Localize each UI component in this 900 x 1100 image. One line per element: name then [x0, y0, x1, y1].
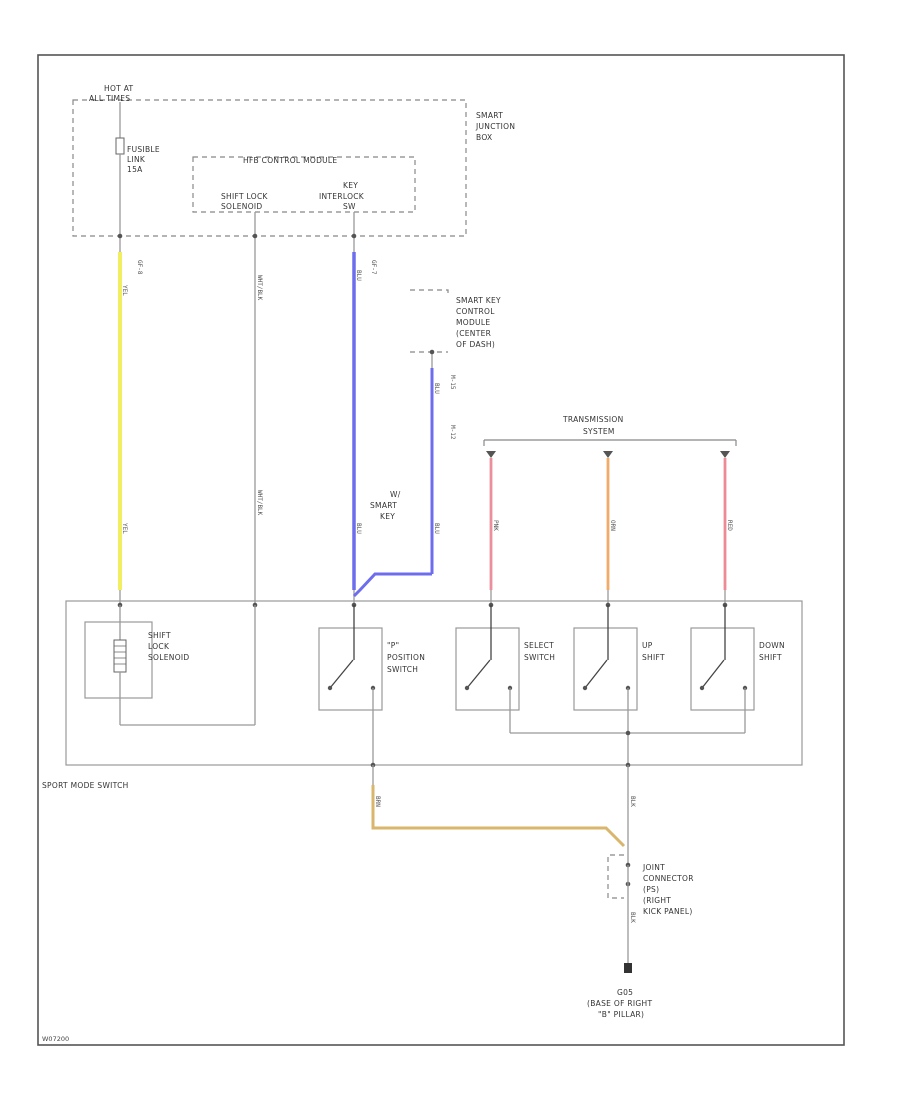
key-interlock-label-1: KEY: [343, 181, 358, 190]
smart-key-note-2: SMART: [370, 501, 397, 510]
smart-junction-label-2: JUNCTION: [475, 122, 515, 131]
switch-ground-bus: [370, 730, 745, 768]
shift-lock-sol-label-1: SHIFT LOCK: [221, 192, 269, 201]
shift-lock-label-1: SHIFT: [148, 631, 171, 640]
wire-blue-smart-key: BLU M-15 M-12 BLU W/ SMART KEY: [352, 352, 456, 598]
wire-yellow-color-top: YEL: [121, 285, 128, 296]
wire-blue2-color-top: BLU: [433, 383, 440, 394]
joint-label-3: (PS): [643, 885, 659, 894]
ground-label-2: (BASE OF RIGHT: [587, 999, 652, 1008]
smart-key-note-1: W/: [390, 490, 401, 499]
wire-blue2-pin-b: M-12: [449, 425, 456, 440]
wire-orange: ORN: [606, 458, 616, 605]
transmission-system: TRANSMISSION SYSTEM: [483, 415, 737, 458]
shift-lock-label-3: SOLENOID: [148, 653, 189, 662]
select-switch: SELECT SWITCH: [455, 605, 555, 733]
wire-blue2-color-bottom: BLU: [433, 523, 440, 534]
key-interlock-label-3: SW: [343, 202, 356, 211]
up-label-2: SHIFT: [642, 653, 665, 662]
wire-pink-color: PNK: [492, 520, 499, 531]
ground-label-1: G05: [617, 988, 633, 997]
wire-pink: PNK: [489, 458, 499, 605]
wire-brown: BRN: [371, 765, 626, 848]
wire-white-color-bottom: WHT/BLK: [256, 490, 263, 516]
wire-black-color-2: BLK: [629, 912, 636, 923]
hfb-control-module: HFB CONTROL MODULE SHIFT LOCK SOLENOID K…: [192, 156, 416, 236]
down-label-2: SHIFT: [759, 653, 782, 662]
wire-orange-color: ORN: [609, 520, 616, 531]
wire-yellow: YEL GF-8 YEL: [118, 236, 143, 605]
wire-black-ground: BLK: [627, 765, 636, 865]
down-label-1: DOWN: [759, 641, 785, 650]
diagram-id: W07200: [42, 1035, 69, 1043]
transmission-label-2: SYSTEM: [583, 427, 615, 436]
pos-switch-label-2: POSITION: [387, 653, 425, 662]
wire-yellow-color-bottom: YEL: [121, 523, 128, 534]
joint-connector: JOINT CONNECTOR (PS) (RIGHT KICK PANEL) …: [607, 854, 694, 970]
fuse-label-2: LINK: [127, 155, 146, 164]
solenoid-coil-icon: [113, 639, 127, 673]
wire-blue2-pin-a: M-15: [449, 375, 456, 390]
smart-key-label-1: SMART KEY: [456, 296, 501, 305]
joint-label-1: JOINT: [642, 863, 665, 872]
shift-lock-sol-label-2: SOLENOID: [221, 202, 262, 211]
fuse-label-1: FUSIBLE: [127, 145, 160, 154]
sport-mode-label: SPORT MODE SWITCH: [42, 781, 129, 790]
shift-lock-solenoid: SHIFT LOCK SOLENOID: [84, 605, 256, 726]
wire-brown-color: BRN: [374, 796, 381, 807]
pos-switch-label-3: SWITCH: [387, 665, 418, 674]
wire-yellow-pin: GF-8: [136, 260, 143, 275]
sport-mode-switch: SPORT MODE SWITCH: [42, 600, 803, 790]
smart-junction-label-3: BOX: [476, 133, 492, 142]
smart-key-control-module: SMART KEY CONTROL MODULE (CENTER OF DASH…: [410, 289, 501, 353]
ground-label-3: "B" PILLAR): [598, 1010, 644, 1019]
joint-label-2: CONNECTOR: [643, 874, 694, 883]
hot-at-label: HOT AT: [104, 84, 134, 93]
p-position-switch: "P" POSITION SWITCH: [318, 605, 425, 765]
smart-key-label-4: (CENTER: [456, 329, 491, 338]
wire-blue-key-interlock: BLU GF-7 BLU: [352, 236, 377, 605]
key-interlock-label-2: INTERLOCK: [319, 192, 365, 201]
wire-white-color-top: WHT/BLK: [256, 275, 263, 301]
smart-key-label-2: CONTROL: [456, 307, 495, 316]
joint-label-4: (RIGHT: [643, 896, 671, 905]
wire-blue-pin: GF-7: [370, 260, 377, 275]
wire-white-black: WHT/BLK WHT/BLK: [254, 236, 263, 605]
select-label-1: SELECT: [524, 641, 554, 650]
diagram-frame: [37, 54, 845, 1046]
fuse-label-3: 15A: [127, 165, 143, 174]
ground-point: G05 (BASE OF RIGHT "B" PILLAR): [587, 963, 652, 1019]
wire-red: RED: [723, 458, 733, 605]
shift-lock-label-2: LOCK: [148, 642, 170, 651]
hfb-module-label: HFB CONTROL MODULE: [243, 156, 337, 165]
wire-red-color: RED: [726, 520, 733, 531]
smart-key-label-3: MODULE: [456, 318, 490, 327]
up-label-1: UP: [642, 641, 653, 650]
ground-icon: [624, 963, 632, 973]
joint-label-5: KICK PANEL): [643, 907, 693, 916]
smart-key-note-3: KEY: [380, 512, 395, 521]
up-shift-switch: UP SHIFT: [573, 605, 665, 765]
smart-key-label-5: OF DASH): [456, 340, 495, 349]
all-times-label: ALL TIMES: [89, 94, 130, 103]
wire-black-color-1: BLK: [629, 796, 636, 807]
transmission-label-1: TRANSMISSION: [562, 415, 624, 424]
wire-blue-color-top: BLU: [355, 270, 362, 281]
fuse-icon: [115, 137, 125, 155]
wire-blue-color-bottom: BLU: [355, 523, 362, 534]
select-label-2: SWITCH: [524, 653, 555, 662]
smart-junction-label-1: SMART: [476, 111, 503, 120]
smart-junction-box: HOT AT ALL TIMES SMART JUNCTION BOX FUSI…: [72, 84, 515, 237]
down-shift-switch: DOWN SHIFT: [690, 605, 785, 733]
pos-switch-label-1: "P": [387, 641, 399, 650]
